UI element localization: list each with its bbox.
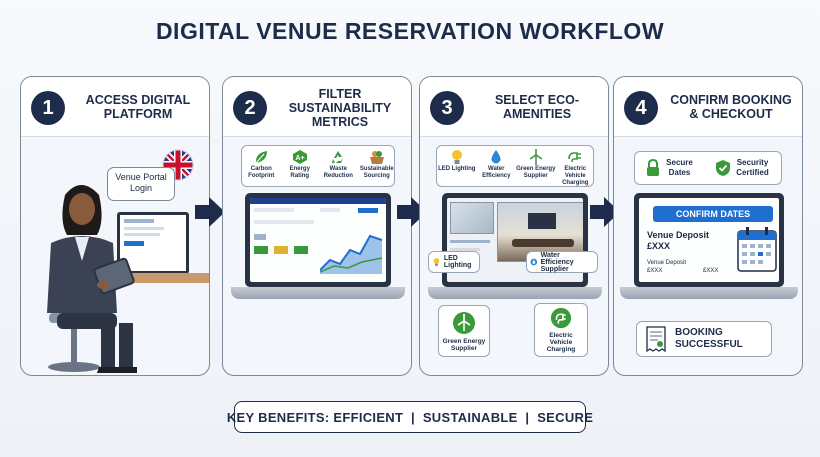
svg-text:A+: A+ bbox=[295, 155, 304, 162]
filter-label-energy: Energy Rating bbox=[289, 166, 310, 179]
step-number-2: 2 bbox=[233, 91, 267, 125]
amenity-green-energy[interactable]: Green Energy Supplier bbox=[516, 149, 556, 180]
callout-water: Water Efficiency Supplier bbox=[526, 251, 598, 273]
amenity-ev[interactable]: Electric Vehicle Charging bbox=[556, 149, 596, 187]
deposit-label: Venue Deposit bbox=[647, 230, 710, 240]
callout-led-text: LED Lighting bbox=[443, 255, 472, 269]
callout-led: LED Lighting bbox=[428, 251, 480, 273]
badge-security-certified-text: Security Certified bbox=[736, 158, 769, 177]
login-bubble-text: Venue Portal Login bbox=[115, 172, 167, 193]
filter-energy[interactable]: A+ Energy Rating bbox=[281, 149, 320, 180]
confirm-dates-button[interactable]: CONFIRM DATES bbox=[653, 206, 773, 222]
callout-water-text: Water Efficiency Supplier bbox=[540, 251, 574, 273]
step-number-4: 4 bbox=[624, 91, 658, 125]
callout-ev-text: Electric Vehicle Charging bbox=[546, 332, 576, 353]
receipt-certificate-icon bbox=[646, 326, 666, 352]
deposit-value: £XXX bbox=[647, 241, 671, 251]
filter-waste[interactable]: Waste Reduction bbox=[319, 149, 358, 180]
step-card-2: 2 FILTER SUSTAINABILITY METRICS Carbon F… bbox=[222, 76, 412, 376]
desk bbox=[121, 273, 209, 283]
amenity-label-led: LED Lighting bbox=[438, 166, 476, 172]
callout-green-energy: Green Energy Supplier bbox=[438, 305, 490, 357]
recycle-icon bbox=[332, 151, 344, 163]
shield-check-icon bbox=[715, 160, 730, 176]
step-header-1: 1 ACCESS DIGITAL PLATFORM bbox=[21, 77, 209, 137]
step-header-3: 3 SELECT ECO-AMENITIES bbox=[420, 77, 608, 137]
amenity-label-ev: Electric Vehicle Charging bbox=[562, 166, 589, 186]
step-title-3: SELECT ECO-AMENITIES bbox=[494, 93, 580, 121]
businesswoman-illustration bbox=[47, 185, 137, 373]
analytics-chart-icon bbox=[320, 234, 382, 274]
amenity-led[interactable]: LED Lighting bbox=[437, 149, 477, 173]
ev-plug-icon bbox=[568, 152, 582, 163]
step-card-1: 1 ACCESS DIGITAL PLATFORM Venue Portal L… bbox=[20, 76, 210, 376]
step-title-4: CONFIRM BOOKING & CHECKOUT bbox=[670, 93, 792, 121]
deposit-small-label: Venue Deposit bbox=[647, 260, 687, 266]
ev-plug-icon bbox=[550, 307, 572, 329]
filter-sourcing[interactable]: Sustainable Sourcing bbox=[358, 149, 397, 180]
filter-carbon[interactable]: Carbon Footprint bbox=[242, 149, 281, 180]
filter-label-waste: Waste Reduction bbox=[323, 166, 353, 179]
step-number-3: 3 bbox=[430, 91, 464, 125]
laptop-base-2 bbox=[231, 287, 405, 299]
badge-security-certified: Security Certified bbox=[715, 158, 772, 178]
amenity-label-green-energy: Green Energy Supplier bbox=[516, 166, 556, 179]
leaf-icon bbox=[255, 151, 268, 164]
security-badges: Secure Dates Security Certified bbox=[634, 151, 782, 185]
amenity-water[interactable]: Water Efficiency bbox=[477, 149, 517, 180]
badge-secure-dates-text: Secure Dates bbox=[666, 158, 693, 177]
lightbulb-icon bbox=[433, 258, 440, 266]
badge-secure-dates: Secure Dates bbox=[645, 158, 696, 178]
step-title-2: FILTER SUSTAINABILITY METRICS bbox=[288, 87, 392, 129]
padlock-icon bbox=[646, 159, 659, 176]
wind-turbine-icon bbox=[453, 311, 475, 334]
filter-label-sourcing: Sustainable Sourcing bbox=[359, 166, 394, 179]
water-drop-icon bbox=[491, 150, 501, 164]
checkout-laptop-screen: CONFIRM DATES Venue Deposit £XXX Venue D… bbox=[634, 193, 784, 287]
lightbulb-icon bbox=[451, 150, 462, 164]
callout-green-energy-text: Green Energy Supplier bbox=[442, 337, 486, 352]
dashboard-laptop-screen bbox=[245, 193, 391, 287]
step-card-3: 3 SELECT ECO-AMENITIES LED Lighting Wate… bbox=[419, 76, 609, 376]
venue-photo-left bbox=[450, 202, 494, 234]
step-title-1: ACCESS DIGITAL PLATFORM bbox=[85, 93, 191, 121]
basket-icon bbox=[369, 151, 384, 164]
laptop-base-3 bbox=[428, 287, 602, 299]
callout-ev: Electric Vehicle Charging bbox=[534, 303, 588, 357]
eco-amenity-bar: LED Lighting Water Efficiency Green Ener… bbox=[436, 145, 594, 187]
deposit-small-value: £XXX bbox=[647, 268, 663, 274]
key-benefits-text: KEY BENEFITS: EFFICIENT | SUSTAINABLE | … bbox=[226, 409, 594, 425]
login-speech-bubble: Venue Portal Login bbox=[107, 167, 175, 201]
laptop-base-4 bbox=[620, 287, 798, 299]
page-title: DIGITAL VENUE RESERVATION WORKFLOW bbox=[155, 18, 665, 44]
sustainability-filter-bar: Carbon Footprint A+ Energy Rating Waste … bbox=[241, 145, 395, 187]
booking-successful-text: BOOKING SUCCESSFUL bbox=[675, 327, 743, 350]
energy-rating-icon: A+ bbox=[292, 150, 307, 164]
deposit-small-value-2: £XXX bbox=[703, 268, 719, 274]
water-drop-icon bbox=[530, 258, 538, 266]
wind-turbine-icon bbox=[529, 149, 543, 165]
step-number-1: 1 bbox=[31, 91, 65, 125]
step-header-4: 4 CONFIRM BOOKING & CHECKOUT bbox=[614, 77, 802, 137]
login-monitor bbox=[117, 212, 189, 274]
key-benefits-banner: KEY BENEFITS: EFFICIENT | SUSTAINABLE | … bbox=[227, 401, 593, 433]
filter-label-carbon: Carbon Footprint bbox=[248, 166, 275, 179]
step-header-2: 2 FILTER SUSTAINABILITY METRICS bbox=[223, 77, 411, 137]
amenity-label-water: Water Efficiency bbox=[482, 166, 511, 179]
booking-successful-badge: BOOKING SUCCESSFUL bbox=[636, 321, 772, 357]
step-card-4: 4 CONFIRM BOOKING & CHECKOUT Secure Date… bbox=[613, 76, 803, 376]
calendar-icon bbox=[737, 227, 777, 272]
